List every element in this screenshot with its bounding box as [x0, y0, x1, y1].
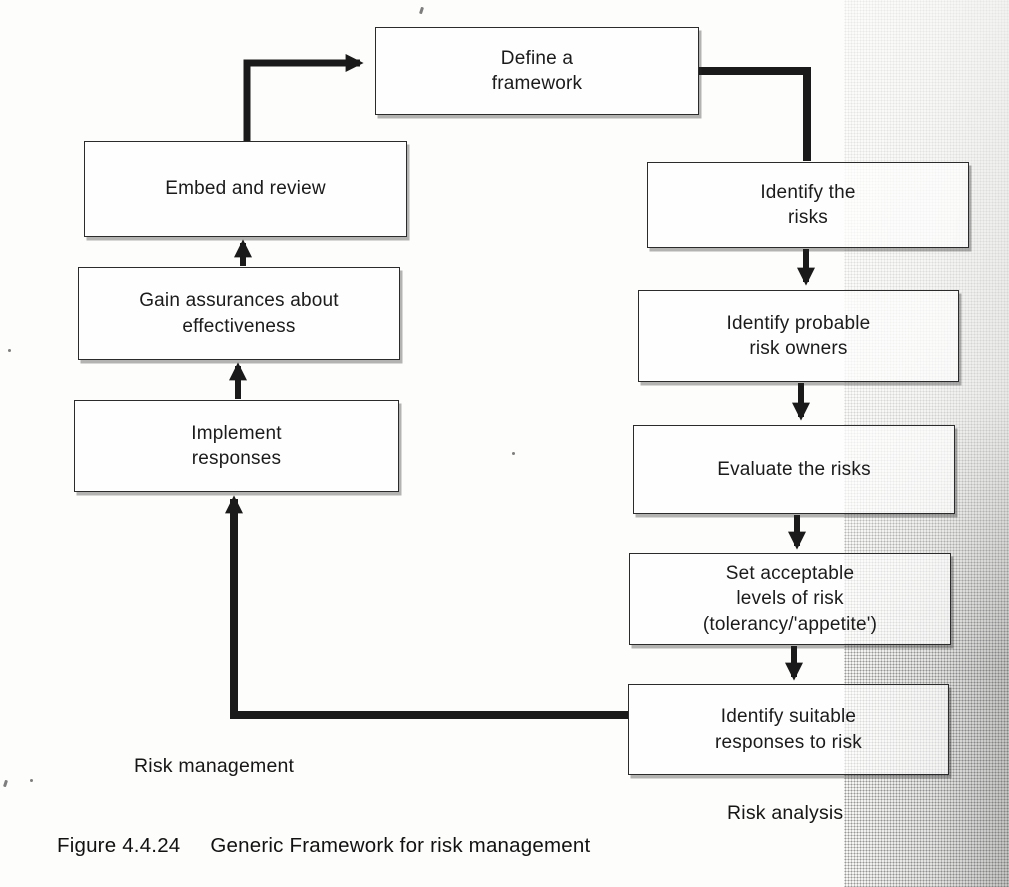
node-set-acceptable-levels-of-risk: Set acceptable levels of risk (tolerancy…	[629, 553, 951, 645]
node-identify-the-risks-label: Identify the risks	[760, 181, 856, 228]
node-implement-responses-label: Implement responses	[191, 422, 282, 469]
node-identify-suitable-responses: Identify suitable responses to risk	[628, 684, 949, 775]
node-identify-probable-risk-owners-label: Identify probable risk owners	[726, 312, 871, 359]
scan-artifact	[30, 779, 33, 782]
figure-caption-number: Figure 4.4.24	[57, 834, 181, 857]
node-gain-assurances: Gain assurances about effectiveness	[78, 267, 400, 360]
label-risk-management: Risk management	[134, 755, 295, 777]
node-identify-suitable-responses-label: Identify suitable responses to risk	[714, 706, 862, 753]
node-embed-and-review: Embed and review	[84, 141, 407, 237]
arrow-identify-responses-to-implement-responses	[225, 495, 628, 719]
node-set-acceptable-levels-of-risk-label: Set acceptable levels of risk (tolerancy…	[702, 563, 878, 635]
scan-artifact	[512, 452, 515, 455]
node-embed-and-review-label: Embed and review	[165, 178, 326, 200]
arrow-embed-review-to-define-framework	[243, 54, 364, 142]
node-define-framework: Define a framework	[375, 27, 699, 115]
node-evaluate-the-risks: Evaluate the risks	[633, 425, 955, 514]
node-identify-the-risks: Identify the risks	[647, 162, 969, 248]
node-gain-assurances-label: Gain assurances about effectiveness	[139, 290, 339, 337]
scan-artifact	[2, 779, 9, 788]
scan-artifact	[8, 349, 11, 352]
node-define-framework-label: Define a framework	[491, 47, 583, 94]
node-identify-probable-risk-owners: Identify probable risk owners	[638, 290, 959, 382]
arrow-define-framework-to-identify-risks	[699, 67, 811, 161]
label-risk-analysis: Risk analysis	[727, 802, 844, 824]
figure-caption: Figure 4.4.24 Generic Framework for risk…	[57, 834, 590, 858]
node-implement-responses: Implement responses	[74, 400, 399, 492]
scan-artifact	[418, 6, 425, 15]
node-evaluate-the-risks-label: Evaluate the risks	[717, 458, 871, 480]
figure-caption-title: Generic Framework for risk management	[210, 834, 591, 857]
